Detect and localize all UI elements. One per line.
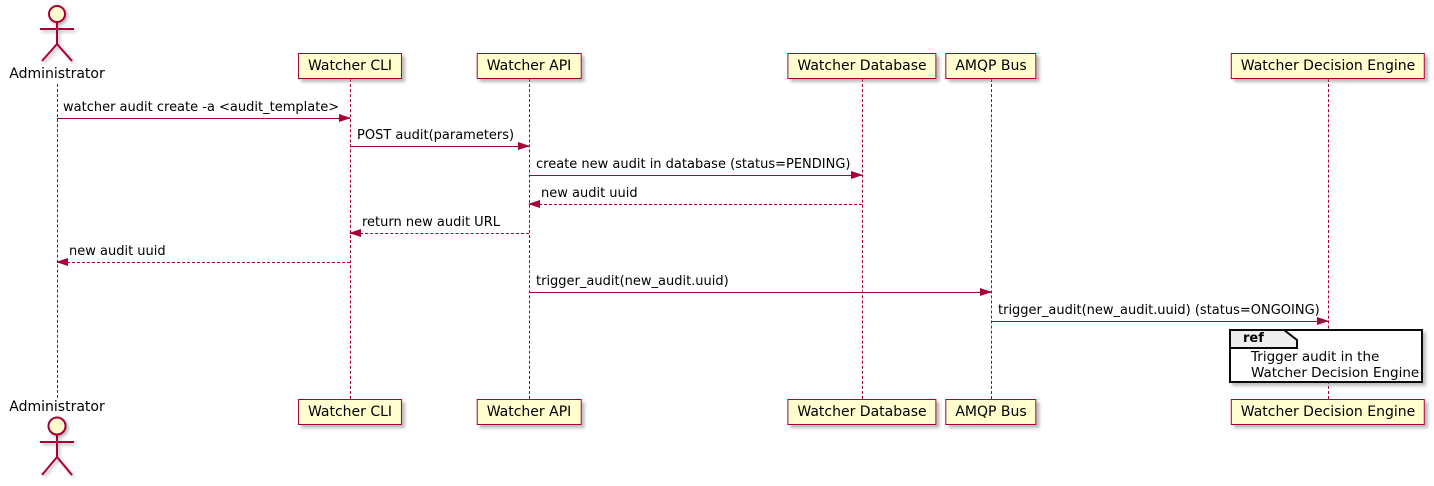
- message-6-arrow: [56, 258, 350, 266]
- ref-text-line-2: Watcher Decision Engine: [1251, 365, 1420, 381]
- participant-amqp-bus-bottom: AMQP Bus: [945, 399, 1037, 425]
- ref-text-line-1: Trigger audit in the: [1251, 349, 1380, 365]
- lifeline-administrator: [57, 84, 58, 398]
- message-7-arrow: [529, 288, 992, 296]
- participant-watcher-cli-bottom: Watcher CLI: [297, 399, 403, 425]
- participant-watcher-api-bottom: Watcher API: [476, 399, 582, 425]
- participant-watcher-cli-top: Watcher CLI: [297, 53, 403, 79]
- message-1-label: watcher audit create -a <audit_template>: [63, 100, 340, 115]
- message-8-arrow: [991, 317, 1329, 325]
- lifeline-watcher-decision-engine: [1328, 79, 1329, 399]
- message-3-label: create new audit in database (status=PEN…: [536, 157, 851, 172]
- actor-icon: [40, 416, 74, 476]
- ref-content: Trigger audit in the Watcher Decision En…: [1251, 349, 1419, 381]
- message-2-arrow: [350, 142, 530, 150]
- message-6-label: new audit uuid: [69, 244, 166, 259]
- message-5-label: return new audit URL: [362, 215, 500, 230]
- message-4-arrow: [528, 200, 862, 208]
- lifeline-watcher-api: [529, 79, 530, 399]
- participant-watcher-api-top: Watcher API: [476, 53, 582, 79]
- actor-label-top: Administrator: [9, 66, 105, 82]
- ref-tab: [1229, 329, 1298, 349]
- actor-label-bottom: Administrator: [9, 399, 105, 415]
- actor-icon: [40, 5, 74, 62]
- participant-watcher-database-top: Watcher Database: [787, 53, 937, 79]
- message-1-arrow: [57, 114, 351, 122]
- participant-watcher-database-bottom: Watcher Database: [787, 399, 937, 425]
- lifeline-watcher-cli: [350, 79, 351, 399]
- message-5-arrow: [349, 229, 529, 237]
- participant-amqp-bus-top: AMQP Bus: [945, 53, 1037, 79]
- message-2-label: POST audit(parameters): [357, 128, 515, 143]
- message-3-arrow: [529, 171, 863, 179]
- ref-fragment: ref Trigger audit in the Watcher Decisio…: [1229, 329, 1423, 383]
- ref-keyword: ref: [1243, 331, 1264, 346]
- message-7-label: trigger_audit(new_audit.uuid): [536, 274, 729, 289]
- message-4-label: new audit uuid: [541, 186, 638, 201]
- lifeline-watcher-database: [862, 79, 863, 399]
- message-8-label: trigger_audit(new_audit.uuid) (status=ON…: [998, 303, 1320, 318]
- participant-watcher-decision-engine-top: Watcher Decision Engine: [1230, 53, 1426, 79]
- lifeline-amqp-bus: [991, 79, 992, 399]
- participant-watcher-decision-engine-bottom: Watcher Decision Engine: [1230, 399, 1426, 425]
